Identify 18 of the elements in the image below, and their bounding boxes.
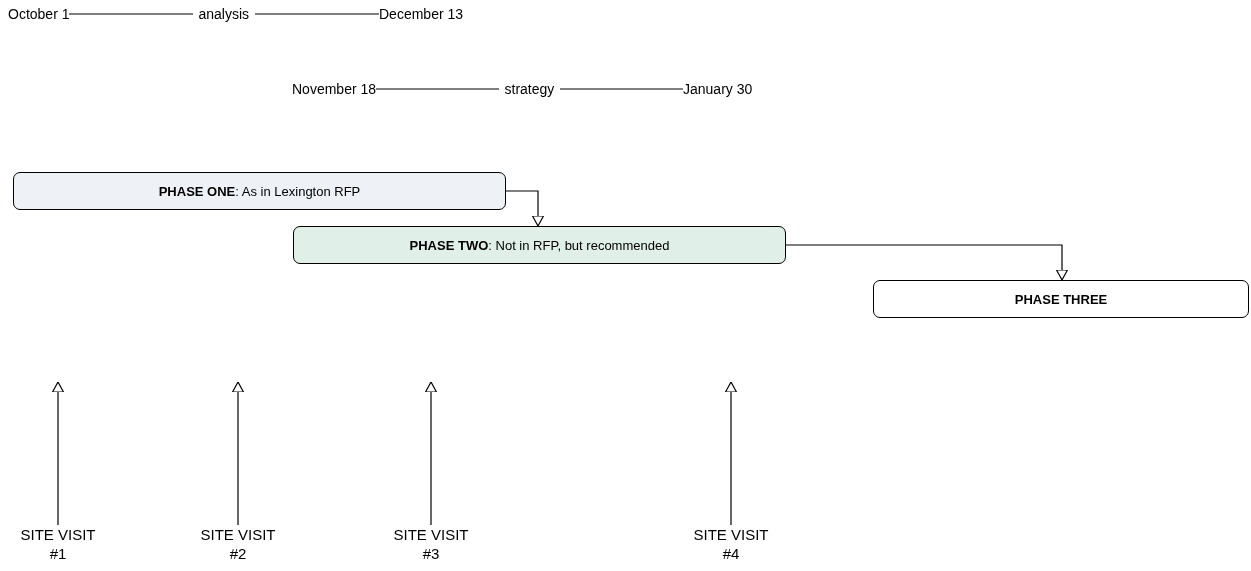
phase-box: PHASE ONE: As in Lexington RFP — [13, 172, 506, 210]
site-visit-label: SITE VISIT #2 — [198, 525, 278, 563]
arrow — [785, 244, 1069, 281]
phase-box: PHASE THREE — [873, 280, 1249, 318]
phase-box: PHASE TWO: Not in RFP, but recommended — [293, 226, 786, 264]
date-label: January 30 — [683, 80, 753, 98]
arrow — [724, 381, 738, 526]
date-label: November 18 — [292, 80, 377, 98]
edge-label: analysis — [192, 5, 256, 23]
arrow — [51, 381, 65, 526]
site-visit-label: SITE VISIT #4 — [691, 525, 771, 563]
site-visit-label: SITE VISIT #3 — [391, 525, 471, 563]
date-label: October 1 — [8, 5, 70, 23]
arrow — [424, 381, 438, 526]
date-label: December 13 — [379, 5, 464, 23]
site-visit-label: SITE VISIT #1 — [18, 525, 98, 563]
arrow — [505, 190, 545, 227]
arrow — [231, 381, 245, 526]
